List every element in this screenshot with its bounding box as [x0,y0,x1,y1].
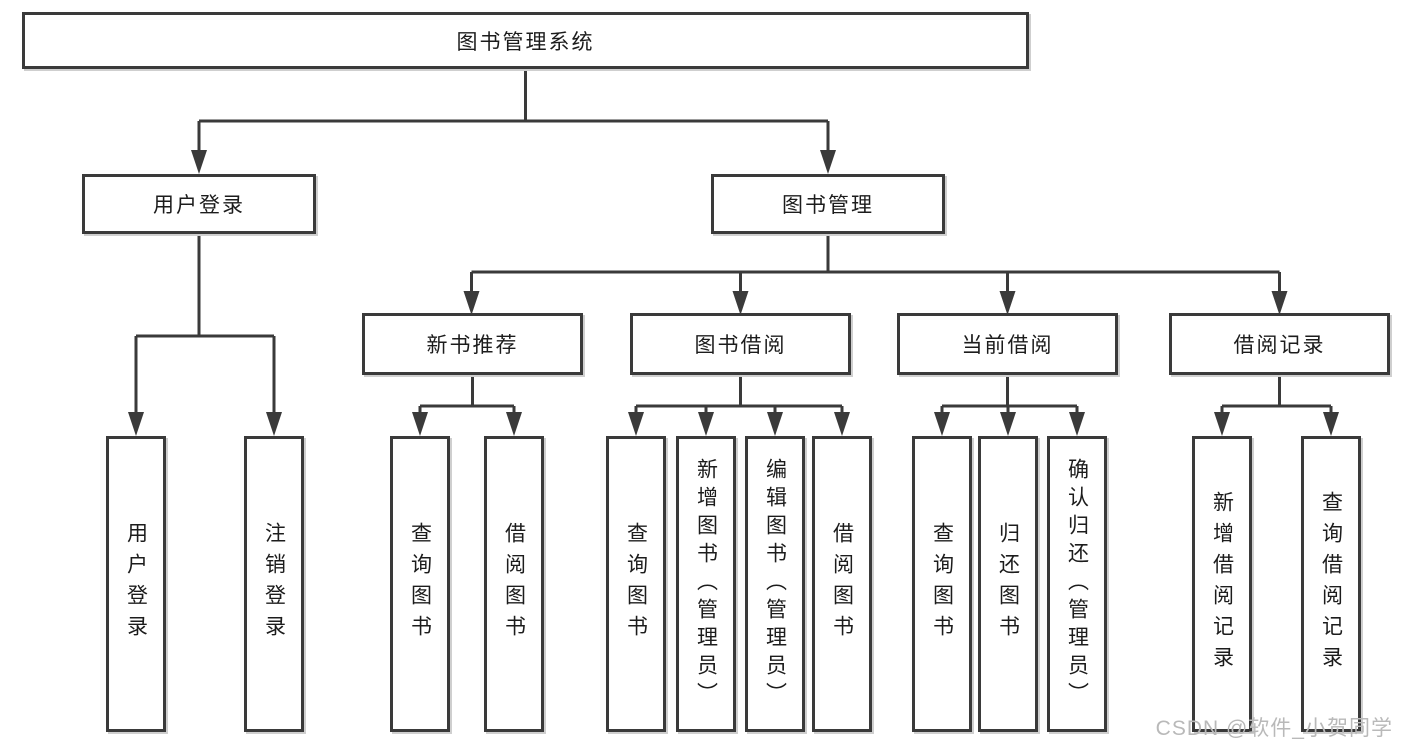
node-book-mgmt: 图书管理 [711,174,945,234]
node-leaf-borrow-book-1-label: 借阅图书 [502,522,526,646]
node-leaf-logout: 注销登录 [244,436,304,732]
node-leaf-add-book-label: 新增图书（管理员） [694,458,718,710]
node-root: 图书管理系统 [22,12,1029,69]
watermark: CSDN @软件_小贺同学 [1155,717,1393,740]
node-leaf-edit-book-label: 编辑图书（管理员） [763,458,787,710]
node-new-book-rec: 新书推荐 [362,313,583,375]
node-leaf-return-book: 归还图书 [978,436,1038,732]
node-leaf-query-book-1-label: 查询图书 [408,522,432,646]
node-borrow-record-label: 借阅记录 [1233,334,1326,357]
node-leaf-confirm-return-label: 确认归还（管理员） [1065,458,1089,710]
node-leaf-add-record: 新增借阅记录 [1192,436,1252,732]
node-leaf-query-book-2: 查询图书 [606,436,666,732]
node-leaf-borrow-book-2-label: 借阅图书 [830,522,854,646]
node-borrow-record: 借阅记录 [1169,313,1390,375]
node-leaf-return-book-label: 归还图书 [996,522,1020,646]
node-leaf-add-book: 新增图书（管理员） [676,436,736,732]
node-leaf-query-record: 查询借阅记录 [1301,436,1361,732]
node-leaf-user-login-label: 用户登录 [124,522,148,646]
node-user-login: 用户登录 [82,174,316,234]
node-leaf-user-login: 用户登录 [106,436,166,732]
node-root-label: 图书管理系统 [456,30,595,54]
node-book-mgmt-label: 图书管理 [782,194,874,217]
node-new-book-rec-label: 新书推荐 [426,334,519,357]
node-book-borrow-label: 图书借阅 [694,334,787,357]
node-leaf-query-book-1: 查询图书 [390,436,450,732]
node-leaf-query-book-3-label: 查询图书 [930,522,954,646]
node-leaf-add-record-label: 新增借阅记录 [1210,491,1234,677]
node-leaf-confirm-return: 确认归还（管理员） [1047,436,1107,732]
node-leaf-edit-book: 编辑图书（管理员） [745,436,805,732]
node-book-borrow: 图书借阅 [630,313,851,375]
node-leaf-borrow-book-1: 借阅图书 [484,436,544,732]
node-current-borrow-label: 当前借阅 [961,334,1054,357]
node-user-login-label: 用户登录 [153,194,245,217]
node-leaf-logout-label: 注销登录 [262,522,286,646]
node-leaf-query-book-3: 查询图书 [912,436,972,732]
node-current-borrow: 当前借阅 [897,313,1118,375]
node-leaf-borrow-book-2: 借阅图书 [812,436,872,732]
node-leaf-query-book-2-label: 查询图书 [624,522,648,646]
node-leaf-query-record-label: 查询借阅记录 [1319,491,1343,677]
